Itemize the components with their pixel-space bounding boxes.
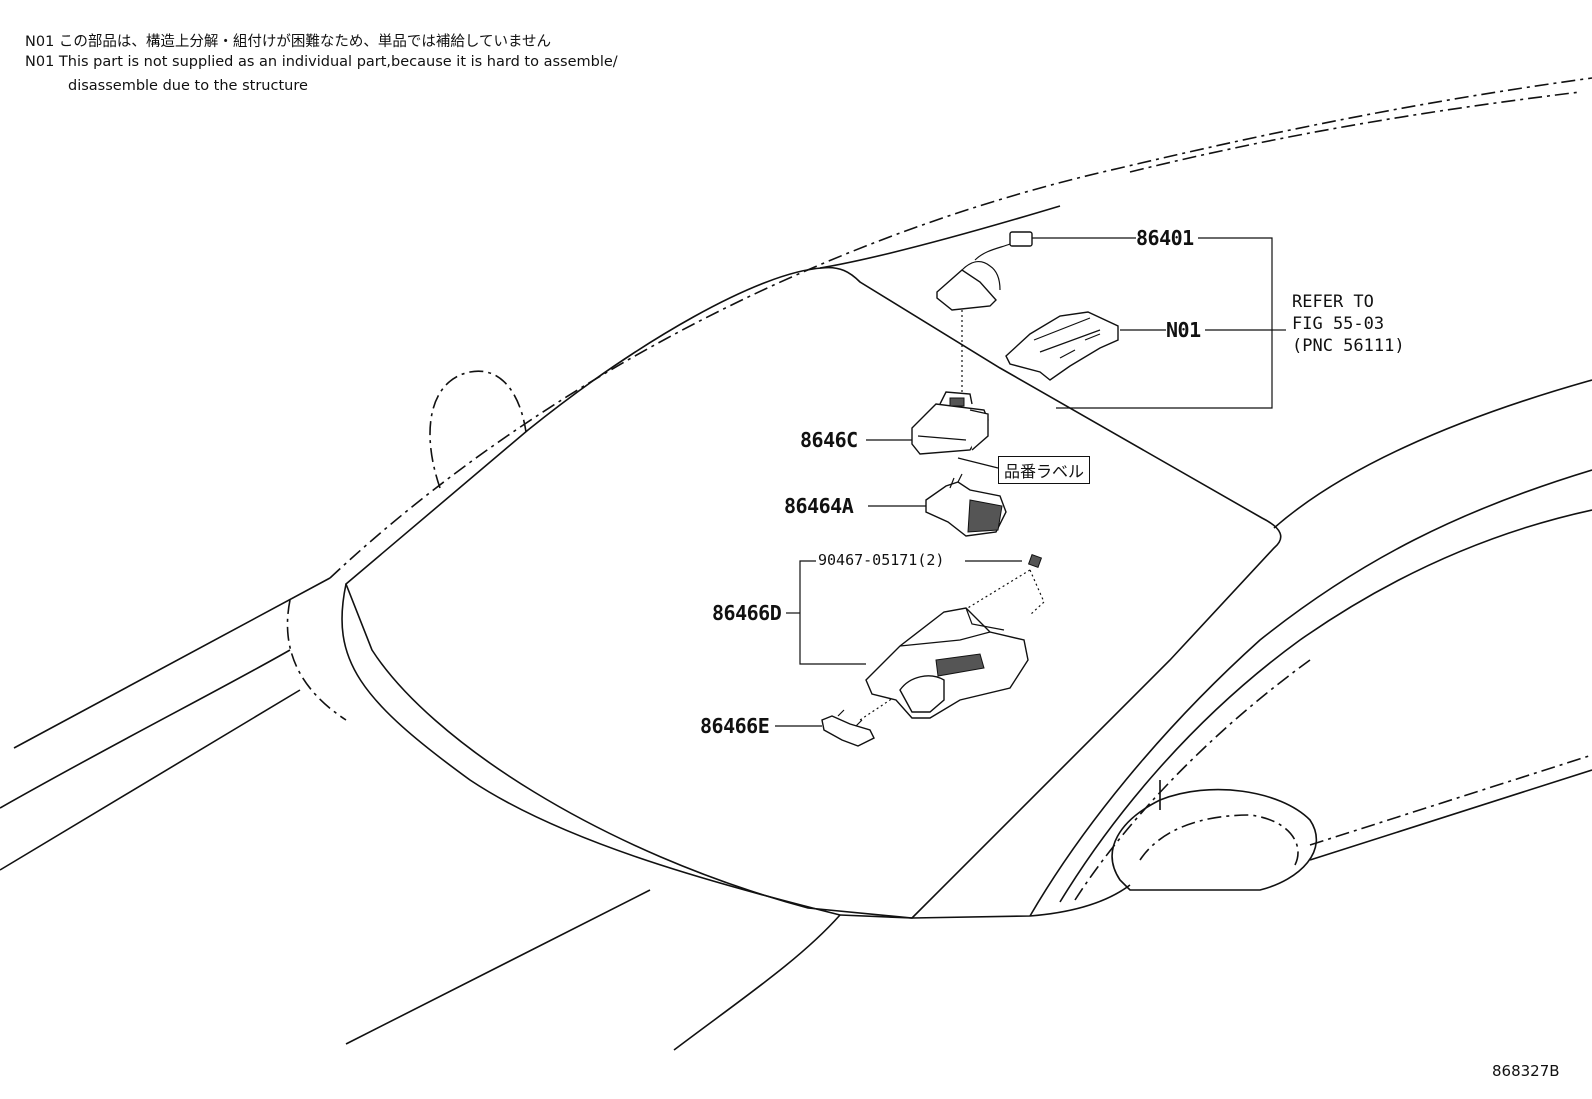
cowl-line-left [286, 599, 347, 721]
hood-left-bottom [0, 689, 301, 871]
a-pillar-right [1273, 379, 1592, 529]
a-pillar-left [13, 577, 331, 749]
callout-n01[interactable]: N01 [1166, 318, 1201, 342]
part-86464a [925, 473, 1007, 537]
callout-86466d[interactable]: 86466D [712, 601, 782, 625]
refer-to-line3: (PNC 56111) [1292, 336, 1405, 356]
figure-id: 868327B [1492, 1062, 1560, 1080]
part-86466e [821, 709, 875, 747]
part-8646c [911, 391, 989, 455]
cowl-bottom [839, 884, 1131, 919]
bracket-86466d [799, 560, 866, 665]
door-line-right-1 [1029, 469, 1592, 917]
note-english-1: N01 This part is not supplied as an indi… [25, 54, 618, 70]
part-90467-screw [1027, 553, 1043, 569]
callout-86466e[interactable]: 86466E [700, 714, 770, 738]
windshield-outline [345, 266, 1282, 919]
callout-86401[interactable]: 86401 [1136, 226, 1194, 250]
callout-8646c[interactable]: 8646C [800, 428, 858, 452]
callout-86464a[interactable]: 86464A [784, 494, 854, 518]
right-fender-dash [1309, 754, 1592, 846]
leader-label [957, 457, 999, 469]
refer-to-line2: FIG 55-03 [1292, 314, 1385, 334]
right-mirror [1111, 788, 1317, 891]
part-86401 [936, 231, 1033, 311]
callout-90467-05171[interactable]: 90467-05171(2) [818, 551, 945, 569]
refer-to-line1: REFER TO [1292, 292, 1374, 312]
door-line-right-3 [1074, 659, 1311, 901]
hood-left-edge [0, 649, 291, 809]
alignment-line-lower [859, 679, 921, 721]
hood-diagonal-2 [673, 914, 841, 1051]
note-english-2: disassemble due to the structure [68, 78, 308, 94]
leader-86401-right [1056, 237, 1273, 409]
door-line-right-2 [1059, 509, 1592, 903]
alignment-line-screw-2 [1029, 569, 1045, 616]
part-number-label: 品番ラベル [998, 456, 1091, 484]
right-fender-line [1309, 769, 1592, 861]
windshield-top-edge [819, 205, 1061, 269]
left-mirror [429, 370, 527, 489]
part-n01-bracket [1005, 311, 1119, 381]
hood-diagonal-1 [345, 889, 651, 1045]
note-japanese: N01 この部品は、構造上分解・組付けが困難なため、単品では補給していません [25, 34, 552, 50]
right-mirror-inner [1139, 814, 1299, 866]
hood-line-1 [341, 583, 841, 916]
roof-line-lower [1129, 91, 1581, 173]
roof-line-upper [329, 77, 1592, 579]
part-86466d [865, 607, 1029, 719]
